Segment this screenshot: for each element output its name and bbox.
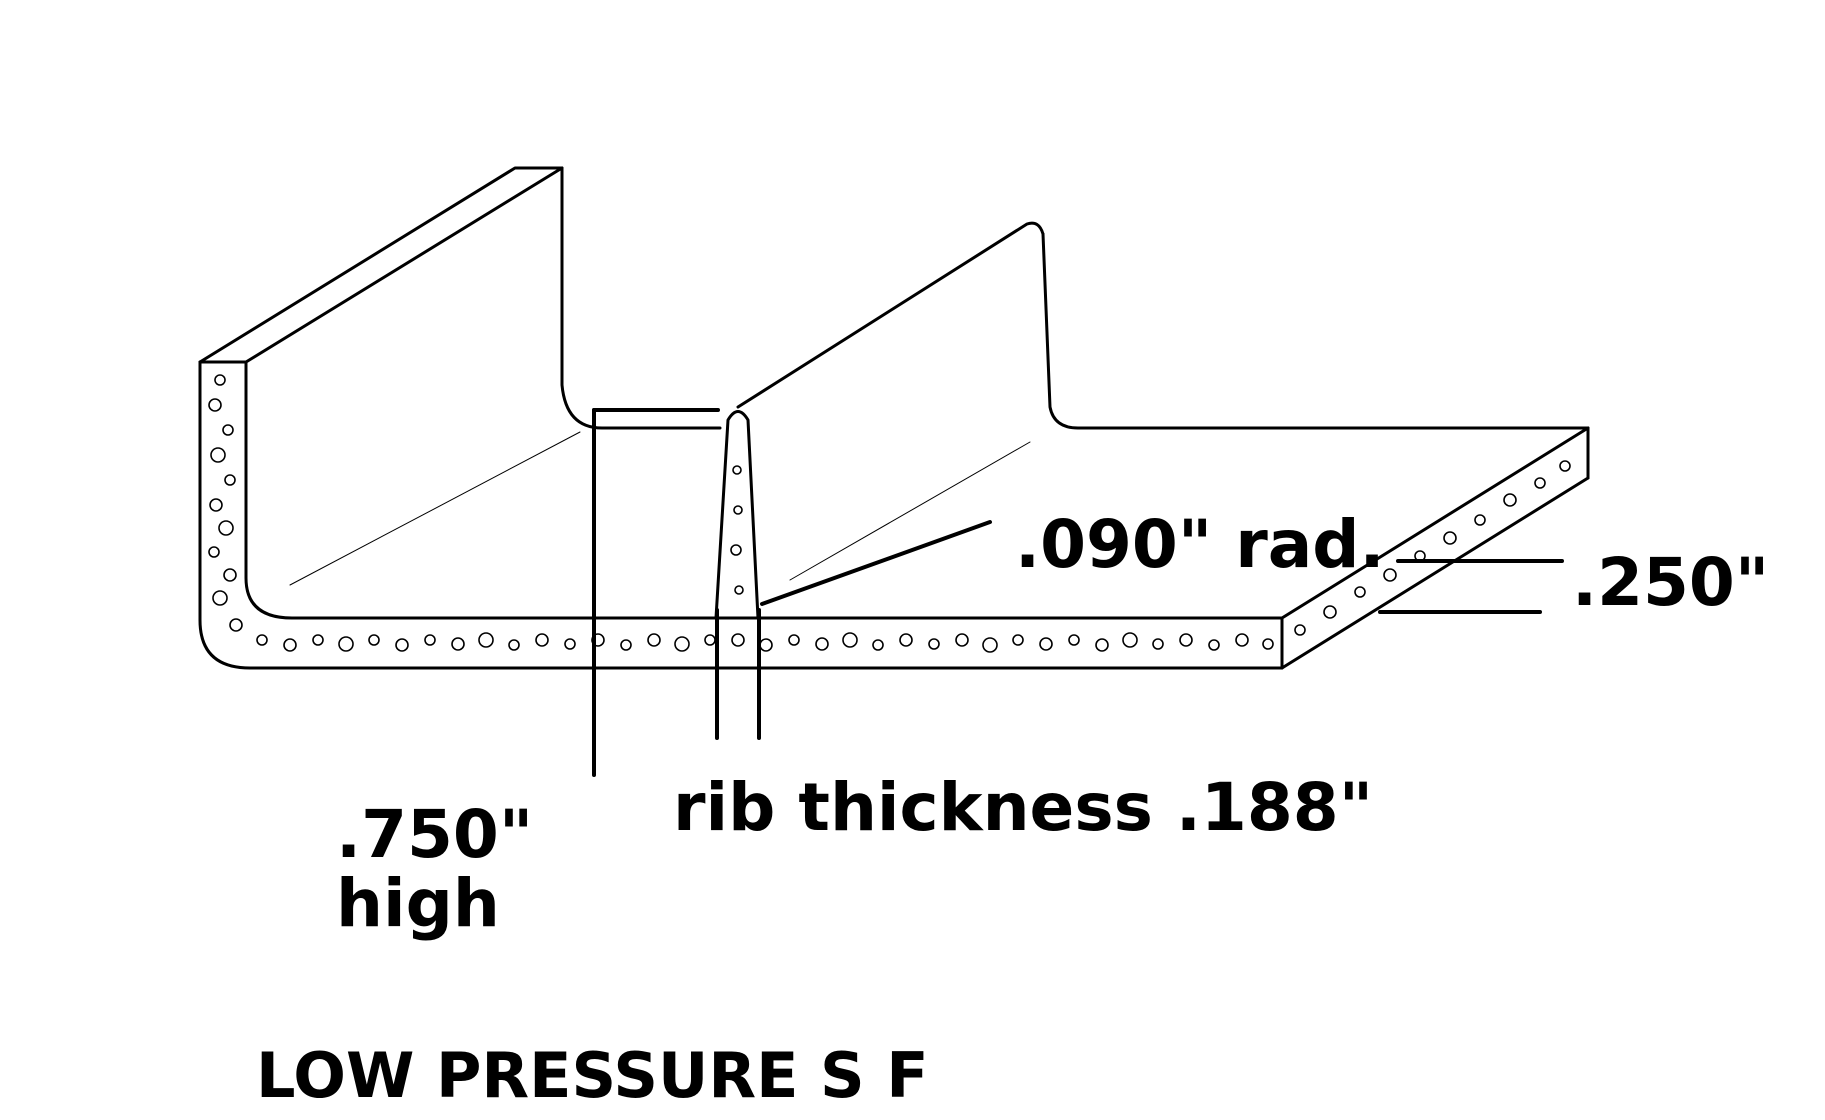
fillet-line-right <box>789 441 1031 581</box>
left-wall-back-face <box>560 166 722 430</box>
fillet-line-left <box>289 431 581 586</box>
wall-thickness-label: .250" <box>1572 544 1770 621</box>
left-wall-top-inner-edge <box>244 166 564 364</box>
left-wall-top-back-edge <box>198 166 564 364</box>
rib-back-face <box>1041 232 1590 430</box>
left-wall-inner-edge <box>244 360 1284 620</box>
left-wall-outer-edge <box>198 360 1284 670</box>
rib-front-outline <box>714 410 760 620</box>
radius-label: .090" rad. <box>1015 506 1385 583</box>
rib-height-value: .750" <box>336 796 534 873</box>
foam-texture <box>208 374 1571 653</box>
drawing-title: LOW PRESSURE S F <box>256 1039 929 1112</box>
rib-top-back-edge <box>736 221 1045 409</box>
floor-right-end-top <box>1280 426 1590 620</box>
floor-right-end-bottom <box>1280 476 1590 670</box>
radius-leader-line <box>760 520 992 606</box>
rib-height-label: .750" high <box>336 800 533 939</box>
rib-thickness-label: rib thickness .188" <box>673 769 1374 846</box>
rib-height-unit: high <box>336 865 500 943</box>
